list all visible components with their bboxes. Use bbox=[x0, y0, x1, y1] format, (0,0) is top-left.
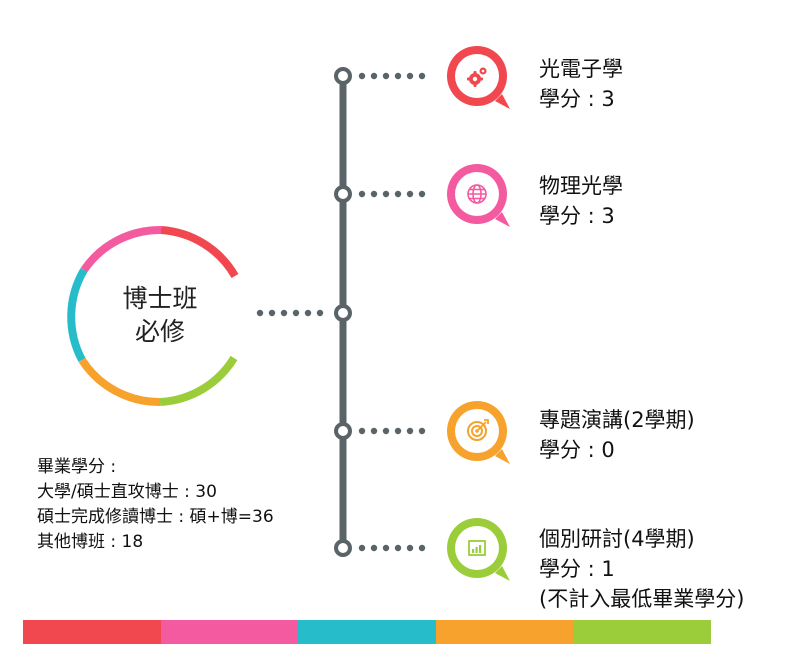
item-3-text: 專題演講(2學期) 學分 : 0 bbox=[539, 405, 695, 465]
bar-segment-red bbox=[23, 620, 161, 644]
bar-segment-cyan bbox=[298, 620, 436, 644]
globe-icon bbox=[467, 184, 487, 204]
item-1-name: 光電子學 bbox=[539, 57, 623, 81]
timeline-nodes bbox=[334, 67, 352, 557]
marker-3 bbox=[447, 401, 510, 464]
center-label-line1: 博士班 bbox=[122, 284, 198, 313]
item-2-name: 物理光學 bbox=[539, 174, 623, 198]
dotted-connectors bbox=[256, 72, 426, 552]
connector-1 bbox=[358, 72, 426, 80]
item-3-credits: 學分 : 0 bbox=[539, 438, 615, 462]
graduation-credits: 畢業學分 : 大學/碩士直攻博士 : 30 碩士完成修讀博士 : 碩+博=36 … bbox=[37, 455, 274, 555]
graduation-line1: 大學/碩士直攻博士 : 30 bbox=[37, 482, 217, 502]
item-1-credits: 學分 : 3 bbox=[539, 87, 615, 111]
marker-1 bbox=[447, 46, 510, 109]
item-4-name: 個別研討(4學期) bbox=[539, 527, 695, 551]
bottom-color-bar bbox=[23, 620, 711, 644]
item-4-text: 個別研討(4學期) 學分 : 1 (不計入最低畢業學分) bbox=[539, 524, 744, 614]
bar-chart-icon bbox=[468, 540, 486, 556]
item-4-note: (不計入最低畢業學分) bbox=[539, 587, 745, 611]
node-3 bbox=[334, 422, 352, 440]
node-center bbox=[334, 304, 352, 322]
node-4 bbox=[334, 539, 352, 557]
connector-4 bbox=[358, 544, 426, 552]
center-label-line2: 必修 bbox=[134, 317, 185, 346]
ring-segment-green bbox=[159, 355, 238, 406]
item-4-credits: 學分 : 1 bbox=[539, 557, 615, 581]
item-2-text: 物理光學 學分 : 3 bbox=[539, 171, 623, 231]
target-icon bbox=[467, 419, 489, 441]
connector-3 bbox=[358, 427, 426, 435]
connector-center bbox=[256, 309, 324, 317]
bar-segment-pink bbox=[160, 620, 299, 644]
marker-4 bbox=[447, 518, 510, 581]
ring-segment-orange bbox=[78, 357, 161, 407]
graduation-line2: 碩士完成修讀博士 : 碩+博=36 bbox=[37, 507, 274, 527]
ring-segment-cyan bbox=[67, 267, 88, 362]
bar-segment-green bbox=[573, 620, 711, 644]
node-1 bbox=[334, 67, 352, 85]
marker-2 bbox=[447, 164, 510, 227]
bar-segment-orange bbox=[435, 620, 574, 644]
ring-segment-pink bbox=[80, 225, 162, 273]
node-2 bbox=[334, 185, 352, 203]
connector-2 bbox=[358, 190, 426, 198]
item-1-text: 光電子學 學分 : 3 bbox=[539, 54, 623, 114]
item-3-name: 專題演講(2學期) bbox=[539, 408, 695, 432]
graduation-line3: 其他博班 : 18 bbox=[37, 532, 144, 552]
gears-icon bbox=[467, 67, 487, 87]
center-label: 博士班 必修 bbox=[80, 282, 240, 348]
item-2-credits: 學分 : 3 bbox=[539, 204, 615, 228]
graduation-title: 畢業學分 : bbox=[37, 457, 117, 477]
ring-segment-red bbox=[160, 226, 239, 279]
ring bbox=[67, 225, 239, 407]
